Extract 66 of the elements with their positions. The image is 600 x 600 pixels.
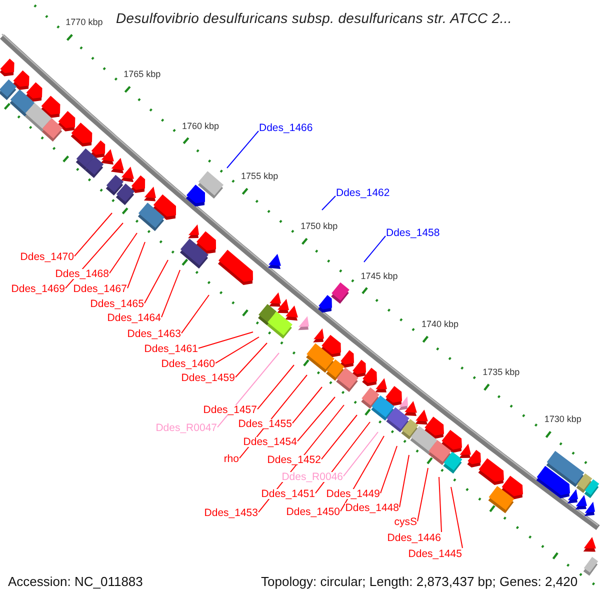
gene-label: Ddes_1448: [345, 502, 399, 513]
leader-line: [340, 436, 384, 512]
leader-line: [215, 336, 260, 364]
scale-label: 1750 kbp: [300, 222, 338, 232]
gene-label: Ddes_1458: [386, 228, 440, 238]
leader-line: [181, 294, 210, 334]
gene-label: Ddes_1470: [20, 252, 74, 262]
gene-label: Ddes_1459: [181, 372, 235, 383]
leader-line: [65, 222, 124, 289]
gene-label: Ddes_1469: [11, 284, 65, 294]
leader-line: [315, 422, 370, 494]
leader-line: [226, 130, 259, 168]
gene-label: Ddes_R0047: [156, 422, 217, 433]
leader-line: [109, 232, 138, 274]
scale-label: 1765 kbp: [124, 70, 161, 80]
scale-label: 1760 kbp: [182, 122, 220, 131]
gene-label: Ddes_1465: [90, 298, 144, 309]
diagram-title: Desulfovibrio desulfuricans subsp. desulfuricans str. ATCC 2...: [116, 11, 512, 25]
gene-label: Ddes_1453: [204, 508, 258, 518]
leader-line: [74, 212, 112, 257]
gene-label: Ddes_1468: [55, 268, 109, 279]
leader-line: [343, 432, 378, 477]
gene-label: Ddes_1467: [73, 284, 127, 294]
leader-line: [297, 396, 336, 442]
gene-label: Ddes_1452: [267, 454, 321, 465]
leader-line: [417, 468, 428, 522]
gene-label: Ddes_1464: [107, 312, 161, 323]
gene-label: Ddes_1451: [261, 488, 315, 499]
leader-line: [161, 270, 180, 318]
leader-line: [127, 242, 146, 289]
gene-label: cysS: [394, 516, 417, 527]
leader-line: [438, 476, 442, 532]
genome-summary-text: Topology: circular; Length: 2,873,437 bp; Genes: 2,420: [261, 575, 578, 588]
leader-line: [292, 386, 322, 424]
gene-label: Ddes_1463: [127, 328, 181, 339]
gene-label: Ddes_1455: [238, 418, 292, 429]
gene-label: rho: [224, 454, 239, 464]
gene-label: Ddes_1460: [161, 358, 215, 369]
leader-line: [217, 352, 280, 428]
gene-label: Ddes_1457: [203, 404, 257, 415]
scale-label: 1730 kbp: [544, 415, 582, 424]
leader-line: [322, 196, 336, 210]
leader-line: [364, 236, 386, 262]
accession-text: Accession: NC_011883: [8, 575, 143, 588]
gene-label: Ddes_1446: [387, 532, 441, 543]
gene-label: Ddes_1454: [243, 436, 297, 447]
scale-label: 1745 kbp: [360, 272, 398, 281]
scale-label: 1770 kbp: [66, 18, 103, 28]
gene-label: Ddes_1466: [259, 122, 313, 133]
leader-line: [144, 260, 168, 304]
leader-line: [235, 342, 268, 378]
gene-label: Ddes_1445: [408, 548, 462, 559]
gene-label: Ddes_1462: [336, 188, 390, 198]
leader-line: [450, 486, 463, 548]
scale-label: 1740 kbp: [421, 320, 458, 330]
gene-label: Ddes_1461: [144, 344, 198, 354]
leader-line: [321, 414, 358, 460]
scale-label: 1735 kbp: [482, 368, 520, 378]
scale-label: 1755 kbp: [241, 172, 278, 182]
gene-label: Ddes_1449: [326, 488, 380, 499]
leader-line: [257, 364, 294, 410]
gene-label: Ddes_R0046: [282, 472, 343, 482]
gene-label: Ddes_1450: [286, 506, 340, 517]
leader-line: [399, 454, 410, 508]
leader-line: [380, 446, 398, 494]
leader-line: [198, 332, 254, 349]
